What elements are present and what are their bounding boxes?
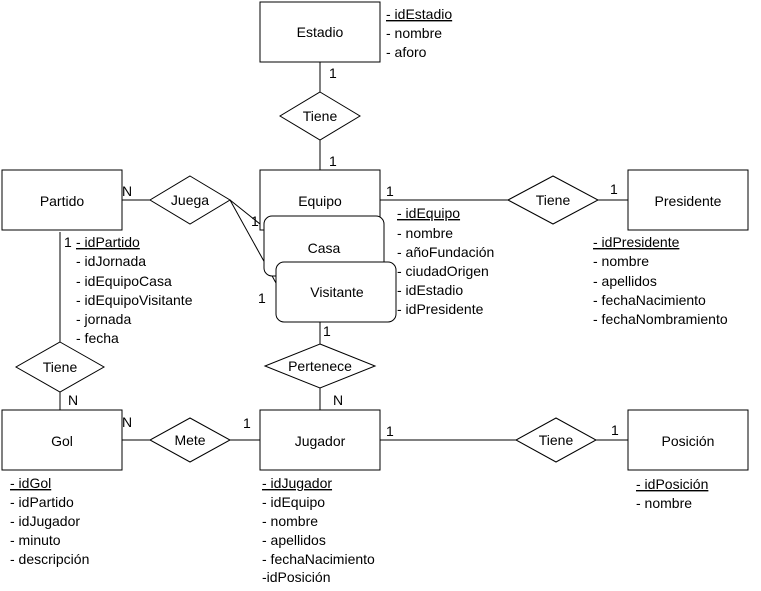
card-presidente-tiene: 1 — [610, 181, 618, 197]
attr-presidente-1: - nombre — [593, 253, 649, 269]
entity-equipo-label: Equipo — [298, 193, 342, 209]
attributes-equipo: - idEquipo - nombre - añoFundación - ciu… — [397, 205, 494, 317]
attributes-posicion: - idPosición - nombre — [636, 476, 708, 511]
entity-presidente: Presidente — [627, 169, 749, 231]
card-equipo-pertenece: 1 — [323, 323, 331, 339]
attr-equipo-1: - nombre — [397, 225, 453, 241]
entity-estadio-label: Estadio — [297, 24, 344, 40]
entity-gol: Gol — [1, 409, 123, 471]
attr-gol-1: - idPartido — [10, 494, 74, 510]
attributes-presidente: - idPresidente - nombre - apellidos - fe… — [593, 234, 728, 327]
relationship-juega-label: Juega — [171, 192, 209, 208]
entity-gol-label: Gol — [51, 433, 73, 449]
card-visitante-juega: 1 — [258, 290, 266, 306]
card-estadio-tiene: 1 — [329, 65, 337, 81]
relationship-mete: Mete — [148, 417, 232, 463]
card-posicion-tiene: 1 — [611, 422, 619, 438]
attr-jugador-3: - apellidos — [262, 532, 326, 548]
card-gol-mete: N — [122, 414, 132, 430]
attr-presidente-3: - fechaNacimiento — [593, 292, 706, 308]
attr-partido-1: - idJornada — [76, 253, 146, 269]
attr-equipo-5: - idPresidente — [397, 301, 484, 317]
entity-visitante-label: Visitante — [310, 284, 364, 300]
card-gol-tiene: N — [68, 392, 78, 408]
entity-posicion-label: Posición — [662, 433, 715, 449]
entity-partido-label: Partido — [40, 193, 85, 209]
attr-partido-2: - idEquipoCasa — [76, 273, 172, 289]
attr-estadio-0: - idEstadio — [386, 6, 452, 22]
entity-jugador: Jugador — [259, 409, 381, 471]
relationship-juega: Juega — [149, 175, 231, 225]
card-equipo-presidente: 1 — [386, 183, 394, 199]
attr-partido-0: - idPartido — [76, 234, 140, 250]
relationship-tiene-posicion-label: Tiene — [539, 432, 574, 448]
relationship-pertenece-label: Pertenece — [288, 358, 352, 374]
attr-equipo-0: - idEquipo — [397, 205, 460, 221]
relationship-mete-label: Mete — [174, 432, 205, 448]
attr-partido-3: - idEquipoVisitante — [76, 292, 193, 308]
card-partido-juega: N — [122, 183, 132, 199]
card-jugador-pertenece: N — [333, 392, 343, 408]
relationship-tiene-estadio: Tiene — [279, 91, 361, 141]
card-jugador-posicion: 1 — [386, 423, 394, 439]
entity-posicion: Posición — [627, 409, 749, 471]
attributes-partido: - idPartido - idJornada - idEquipoCasa -… — [76, 234, 193, 346]
entity-casa: Casa — [263, 215, 385, 277]
relationship-tiene-gol: Tiene — [14, 341, 106, 393]
attributes-estadio: - idEstadio - nombre - aforo — [386, 6, 452, 60]
card-casa-juega: 1 — [251, 213, 259, 229]
attr-presidente-2: - apellidos — [593, 273, 657, 289]
entity-partido: Partido — [1, 169, 123, 231]
attr-partido-5: - fecha — [76, 330, 119, 346]
relationship-tiene-presidente: Tiene — [506, 175, 600, 225]
attr-gol-0: - idGol — [10, 475, 51, 491]
attr-equipo-3: - ciudadOrigen — [397, 263, 489, 279]
attr-gol-4: - descripción — [10, 551, 89, 567]
attr-gol-3: - minuto — [10, 532, 61, 548]
connectors — [59, 62, 628, 441]
card-jugador-mete: 1 — [243, 415, 251, 431]
attr-jugador-1: - idEquipo — [262, 494, 325, 510]
relationship-tiene-posicion: Tiene — [514, 417, 598, 463]
attr-presidente-0: - idPresidente — [593, 234, 680, 250]
attr-presidente-4: - fechaNombramiento — [593, 311, 728, 327]
attr-jugador-4: - fechaNacimiento — [262, 551, 375, 567]
attributes-gol: - idGol - idPartido - idJugador - minuto… — [10, 475, 89, 567]
entity-estadio: Estadio — [259, 1, 381, 63]
entity-visitante: Visitante — [275, 261, 397, 323]
attr-jugador-0: - idJugador — [262, 475, 332, 491]
attr-jugador-2: - nombre — [262, 513, 318, 529]
relationship-pertenece: Pertenece — [263, 343, 377, 389]
attr-posicion-0: - idPosición — [636, 476, 708, 492]
relationship-tiene-gol-label: Tiene — [43, 359, 78, 375]
entity-presidente-label: Presidente — [655, 193, 722, 209]
entity-jugador-label: Jugador — [295, 433, 346, 449]
entity-casa-label: Casa — [308, 240, 341, 256]
attr-jugador-5: -idPosición — [262, 569, 330, 585]
relationship-tiene-presidente-label: Tiene — [536, 192, 571, 208]
attr-estadio-1: - nombre — [386, 25, 442, 41]
attr-equipo-2: - añoFundación — [397, 244, 494, 260]
relationship-tiene-estadio-label: Tiene — [303, 108, 338, 124]
attr-partido-4: - jornada — [76, 311, 131, 327]
attr-gol-2: - idJugador — [10, 513, 80, 529]
cardinalities: 1 1 N 1 1 1 1 1 N 1 N N 1 1 1 — [64, 65, 619, 439]
attr-equipo-4: - idEstadio — [397, 282, 463, 298]
card-equipo-tiene: 1 — [329, 153, 337, 169]
attr-posicion-1: - nombre — [636, 495, 692, 511]
attr-estadio-2: - aforo — [386, 44, 427, 60]
attributes-jugador: - idJugador - idEquipo - nombre - apelli… — [262, 475, 375, 585]
card-partido-tiene: 1 — [64, 234, 72, 250]
